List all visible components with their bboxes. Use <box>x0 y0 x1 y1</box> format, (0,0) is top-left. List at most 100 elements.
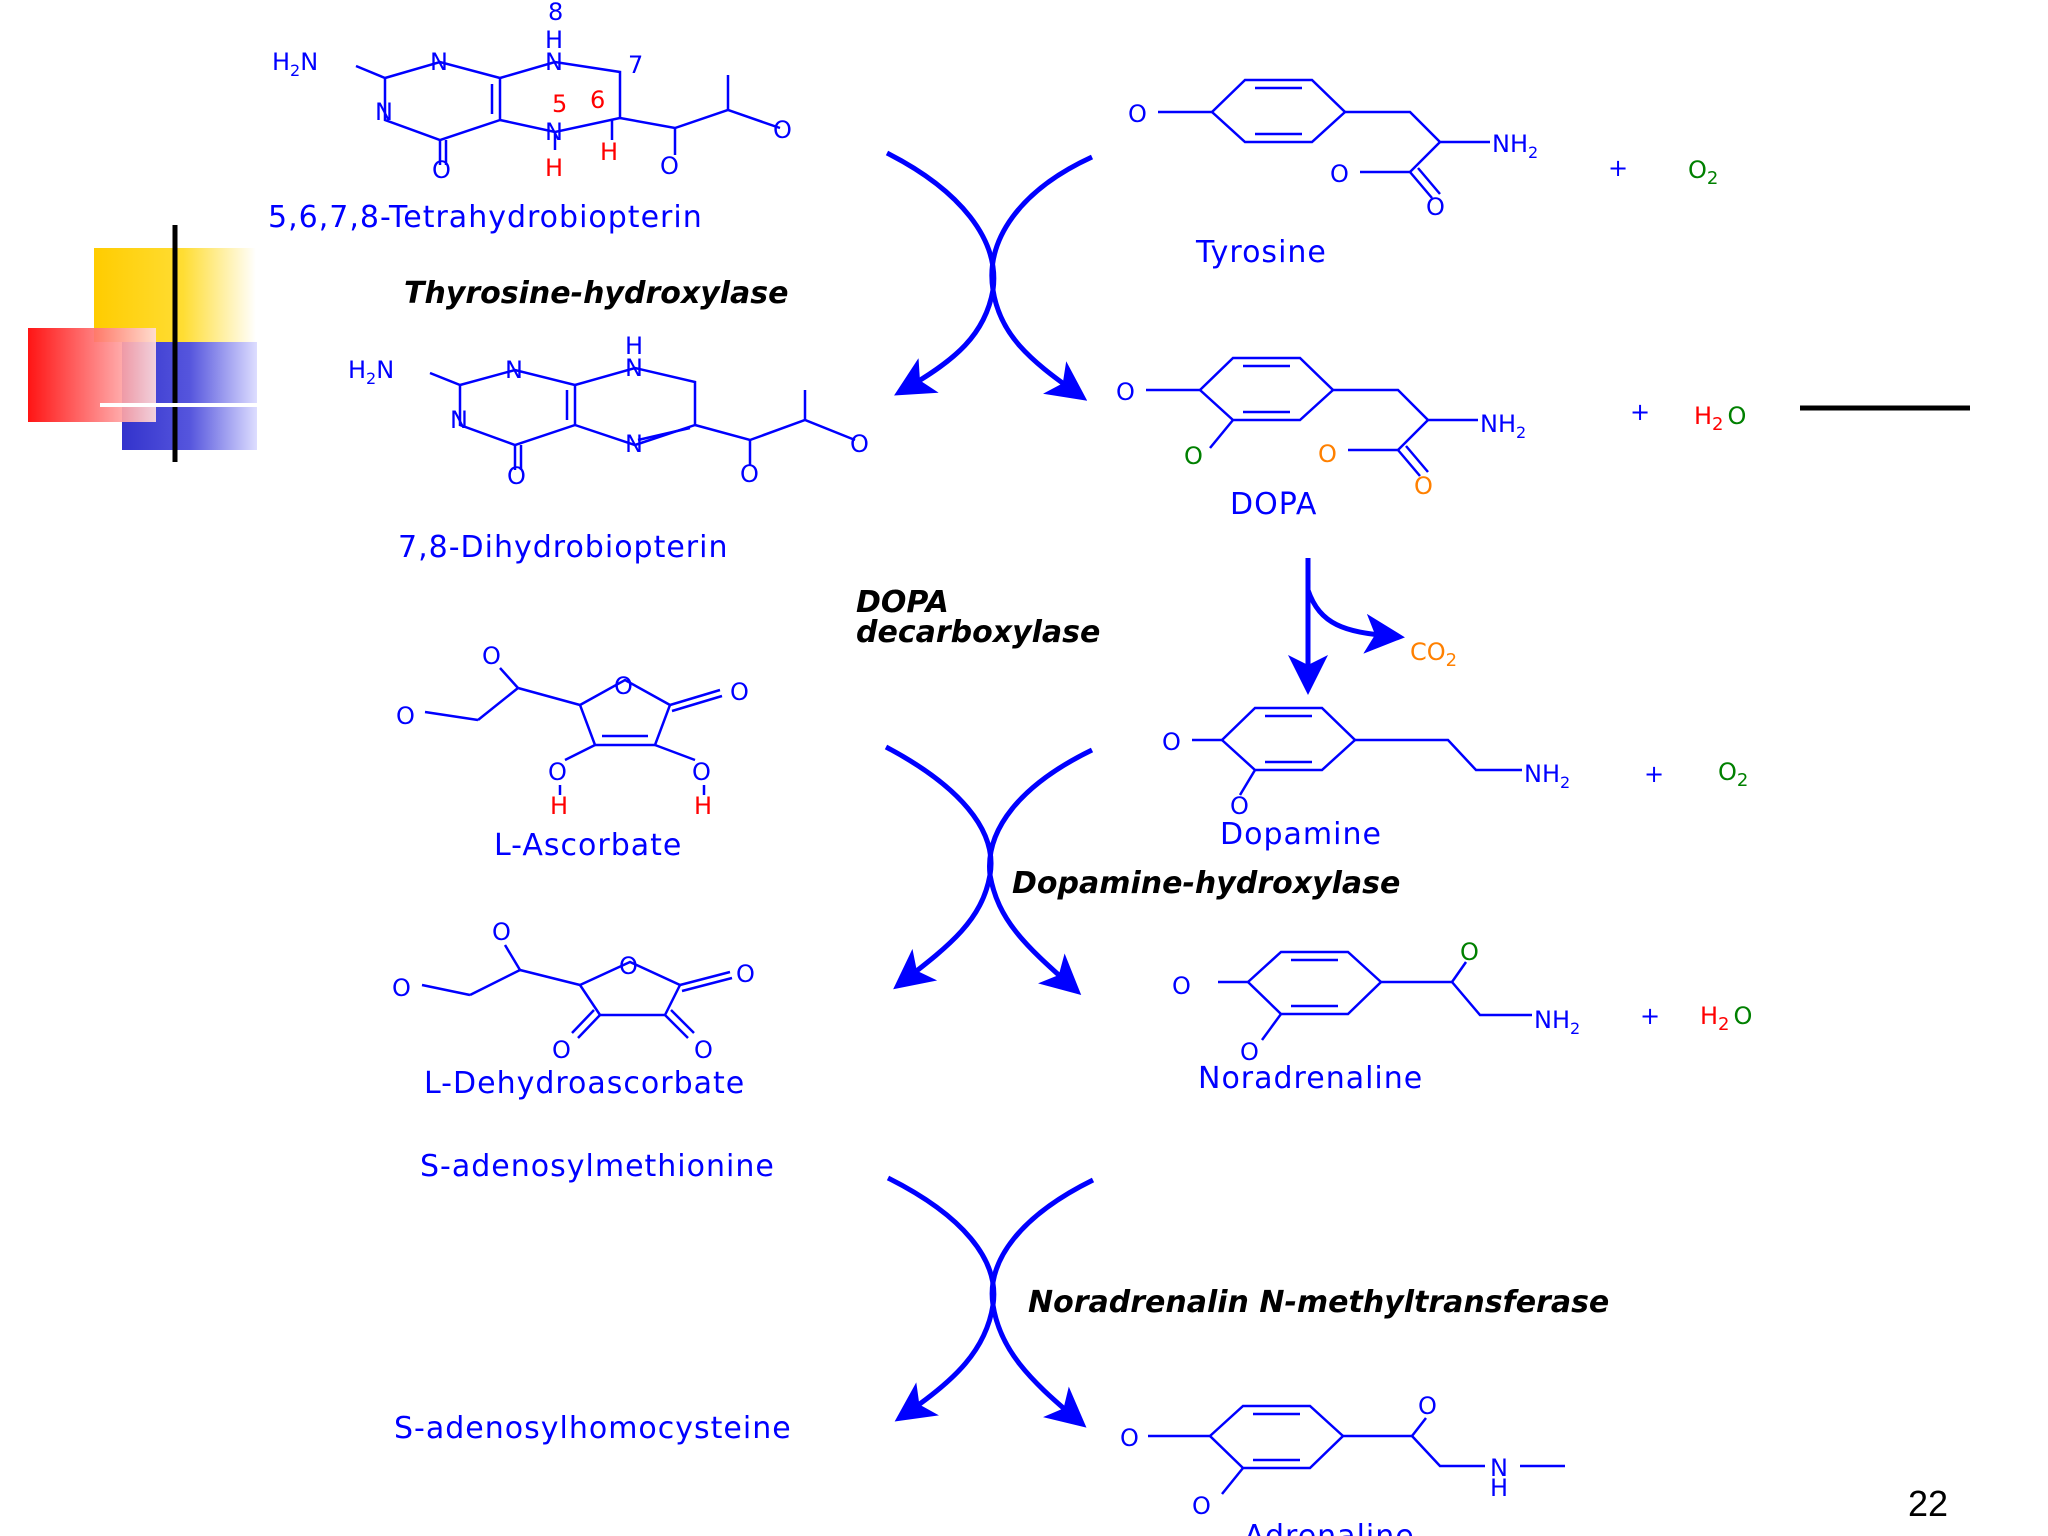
atom-o: O <box>392 974 411 1002</box>
atom-o: O <box>660 152 679 180</box>
atom-o: O <box>614 672 633 700</box>
enzyme-dopamine-hydroxylase: Dopamine-hydroxylase <box>1012 866 1400 901</box>
atom-h: H <box>545 26 563 54</box>
reaction-arrow-2 <box>1288 558 1405 695</box>
position-7: 7 <box>628 51 643 79</box>
atom-o: O <box>1426 193 1445 221</box>
atom-h: H <box>545 154 563 182</box>
plus-sign: + <box>1644 760 1664 788</box>
atom-o: O <box>1128 100 1147 128</box>
adrenaline-structure: O O O N H <box>1120 1392 1565 1520</box>
tetrahydrobiopterin-structure: H2N N N H N N O O O H H 8 7 6 5 <box>272 0 792 184</box>
page-number: 22 <box>1908 1483 1948 1524</box>
atom-n: N <box>430 48 448 76</box>
reaction-arrow-4 <box>886 1175 1095 1428</box>
decorative-squares <box>28 225 258 462</box>
dopamine-structure: O O NH2 <box>1162 706 1570 820</box>
enzyme-dopa-decarboxylase-line2: decarboxylase <box>856 615 1100 650</box>
atom-o: O <box>1418 1392 1437 1420</box>
atom-o: O <box>740 460 759 488</box>
reagent-co2: CO2 <box>1410 638 1457 671</box>
atom-n: N <box>375 98 393 126</box>
label-adrenaline: Adrenaline <box>1244 1519 1415 1536</box>
enzyme-dopa-decarboxylase-line1: DOPA <box>856 585 949 620</box>
atom-o: O <box>507 462 526 490</box>
reagent-o2: O2 <box>1718 758 1748 791</box>
label-noradrenaline: Noradrenaline <box>1198 1061 1423 1096</box>
label-ascorbate: L-Ascorbate <box>494 828 682 863</box>
plus-sign: + <box>1608 154 1628 182</box>
atom-o: O <box>850 430 869 458</box>
atom-n: N <box>450 406 468 434</box>
atom-o: O <box>1460 938 1479 966</box>
atom-h: H <box>550 792 568 820</box>
label-dopamine: Dopamine <box>1220 817 1382 852</box>
atom-o: O <box>492 918 511 946</box>
atom-o: O <box>1192 1492 1211 1520</box>
atom-n: N <box>545 118 563 146</box>
tyrosine-structure: O NH2 O O <box>1128 78 1538 221</box>
atom-h: H <box>694 792 712 820</box>
atom-o: O <box>1162 728 1181 756</box>
label-tetrahydrobiopterin: 5,6,7,8-Tetrahydrobiopterin <box>268 200 703 235</box>
atom-h: H <box>600 138 618 166</box>
label-dihydrobiopterin: 7,8-Dihydrobiopterin <box>398 530 729 565</box>
atom-h2n: H2N <box>272 48 318 80</box>
label-sam: S-adenosylmethionine <box>420 1149 775 1184</box>
enzyme-tyrosine-hydroxylase: Thyrosine-hydroxylase <box>404 276 789 311</box>
atom-h: H <box>1490 1474 1508 1502</box>
atom-o: O <box>548 758 567 786</box>
atom-h: H <box>625 332 643 360</box>
atom-o: O <box>1184 442 1203 470</box>
enzyme-noradrenalin-n-methyltransferase: Noradrenalin N-methyltransferase <box>1028 1285 1609 1320</box>
atom-o: O <box>619 952 638 980</box>
atom-o: O <box>692 758 711 786</box>
atom-n: N <box>625 430 643 458</box>
atom-nh2: NH2 <box>1492 130 1538 162</box>
atom-nh2: NH2 <box>1524 760 1570 792</box>
atom-o: O <box>1318 440 1337 468</box>
label-dopa: DOPA <box>1230 487 1317 522</box>
ascorbate-structure: O O O O O O H H <box>396 642 749 820</box>
atom-n: N <box>625 354 643 382</box>
atom-o: O <box>552 1036 571 1064</box>
position-8: 8 <box>548 0 563 26</box>
atom-o: O <box>1120 1424 1139 1452</box>
atom-o: O <box>1172 972 1191 1000</box>
reagent-o2: O2 <box>1688 156 1718 189</box>
atom-o: O <box>1240 1038 1259 1066</box>
label-dehydroascorbate: L-Dehydroascorbate <box>424 1066 745 1101</box>
atom-n: N <box>545 48 563 76</box>
dehydroascorbate-structure: O O O O O O <box>392 918 755 1064</box>
label-tyrosine: Tyrosine <box>1195 235 1327 270</box>
atom-h2n: H2N <box>348 356 394 388</box>
plus-sign: + <box>1630 398 1650 426</box>
atom-o: O <box>482 642 501 670</box>
atom-o: O <box>1330 160 1349 188</box>
atom-o: O <box>694 1036 713 1064</box>
position-6: 6 <box>590 86 605 114</box>
atom-o: O <box>773 116 792 144</box>
atom-o: O <box>432 156 451 184</box>
reaction-arrow-3 <box>884 744 1094 995</box>
noradrenaline-structure: O O O NH2 <box>1172 938 1580 1066</box>
atom-nh2: NH2 <box>1480 410 1526 442</box>
atom-nh2: NH2 <box>1534 1006 1580 1038</box>
label-sah: S-adenosylhomocysteine <box>394 1411 792 1446</box>
atom-o: O <box>736 960 755 988</box>
atom-n: N <box>1490 1454 1508 1482</box>
atom-n: N <box>505 356 523 384</box>
plus-sign: + <box>1640 1002 1660 1030</box>
dopa-structure: O O NH2 O O <box>1116 356 1526 500</box>
reaction-arrow-1 <box>885 150 1094 401</box>
atom-o: O <box>1116 378 1135 406</box>
atom-o: O <box>1230 792 1249 820</box>
atom-o: O <box>396 702 415 730</box>
position-5: 5 <box>552 90 567 118</box>
dihydrobiopterin-structure: H2N N N H N N O O O <box>348 332 869 490</box>
atom-o: O <box>1414 472 1433 500</box>
atom-o: O <box>730 678 749 706</box>
